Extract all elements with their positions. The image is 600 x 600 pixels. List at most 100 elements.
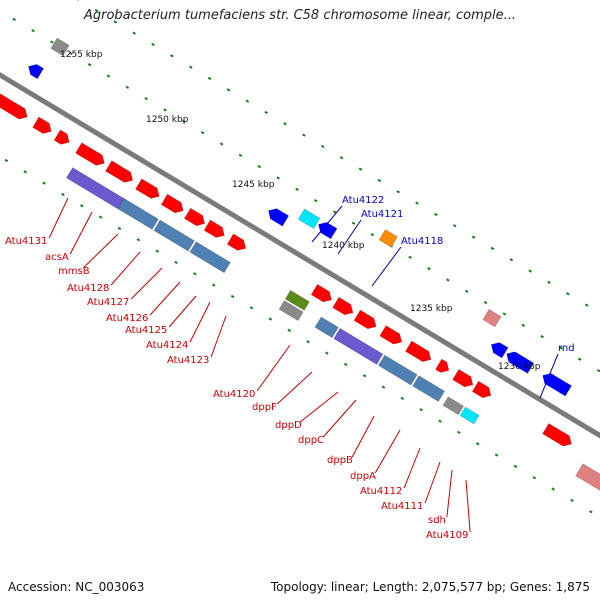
cds-red-b-6 [452,368,474,388]
scale-dots-outer [490,246,495,251]
scale-dots-outer [452,224,457,228]
cds-red-b-2 [353,309,377,330]
cds-red-0 [0,90,28,120]
feature-orange [378,229,398,248]
feature-purple-b [333,327,384,365]
label-leader-line [403,447,421,489]
scale-dots-outer [94,8,99,13]
gene-label: Atu4109 [426,530,468,541]
scale-dots-inner [68,51,73,55]
lower-dots [532,476,537,480]
lower-dots [306,340,310,344]
scale-dots-inner [106,74,111,78]
scale-dots-inner [12,17,16,21]
scale-dots-outer [320,144,325,149]
feature-pink-top [482,308,502,328]
label-leader-line [130,267,163,300]
scale-dots-inner [238,153,243,157]
lower-dots [589,510,593,514]
scale-dots-outer [170,54,174,58]
cds-red-4 [105,160,134,183]
label-leader-line [465,479,471,533]
scale-dots-outer [264,110,268,115]
scale-dots-outer [528,269,532,273]
scale-dots-inner [257,165,262,169]
cds-blue-4 [506,351,535,374]
scale-dots-inner [370,233,375,237]
scale-dots-inner [50,40,54,44]
feature-steelblue-a [117,198,159,230]
scale-dots-inner [200,131,205,135]
gene-label: Atu4111 [381,501,423,512]
gene-label: Atu4128 [67,283,109,294]
lower-dots [513,464,518,469]
scale-dots-outer [566,292,570,296]
scale-dots-inner [125,85,130,89]
scale-dots-outer [471,235,476,239]
label-leader-line [351,415,375,458]
scale-dots-outer [509,258,514,262]
scale-dots-inner [446,278,450,282]
lower-dots [61,192,65,197]
cds-blue-5 [542,373,572,397]
cds-red-b-3 [379,325,403,345]
cds-red-b-0 [310,283,332,303]
lower-dots [136,238,141,242]
label-leader-line [337,219,362,255]
scale-dots-inner [144,97,148,101]
label-leader-line [446,469,453,518]
scale-tick-label: 1235 kbp [410,304,453,314]
scale-dots-inner [332,210,337,214]
scale-tick-label: 1245 kbp [232,180,275,190]
scale-dots-outer [377,178,382,183]
gene-label-upper: Atu4118 [401,236,443,247]
gene-label: dppF [252,402,277,413]
cds-red-1 [32,116,52,134]
feature-steelblue-e [377,354,418,386]
lower-dots [155,249,160,253]
scale-dots-inner [276,176,280,180]
scale-dots-outer [283,122,287,126]
gene-label: dppB [327,455,353,466]
feature-gray-a [278,300,304,321]
label-leader-line [82,233,119,269]
label-leader-line [168,295,197,328]
scale-dots-inner [31,29,35,33]
feature-gray-b [442,396,465,416]
lower-dots [381,385,386,389]
cds-red-b-8 [542,423,572,447]
cds-red-6 [160,193,184,214]
lower-dots [4,158,9,163]
scale-dots-inner [578,357,582,361]
label-leader-line [110,251,141,286]
scale-dots-inner [408,255,412,259]
label-leader-line [299,391,339,423]
gene-label: Atu4127 [87,297,129,308]
gene-label: sdh [428,515,446,526]
feature-olive [284,289,310,311]
rrna-cyan-b [459,406,480,425]
scale-dots-outer [396,190,400,194]
scale-dots-outer [584,303,589,307]
gene-label-upper: Atu4122 [342,195,384,206]
gene-label: Atu4131 [5,236,47,247]
cds-red-8 [203,219,225,238]
scale-dots-outer [358,167,363,171]
scale-dots-outer [302,133,306,137]
scale-dots-inner [464,289,469,293]
scale-tick-label: 1230 kbp [498,362,541,372]
label-leader-line [256,344,291,392]
scale-dots-inner [559,346,563,350]
feature-pink [575,463,600,497]
scale-dots-outer [113,20,118,24]
scale-dots-inner [182,119,186,123]
cds-red-b-1 [332,296,354,316]
feature-steelblue-b [153,219,195,252]
lower-dots [193,272,197,276]
lower-dots [570,498,574,503]
cds-blue-1 [268,208,290,227]
gene-label: acsA [45,252,69,263]
cds-red-b-5 [435,358,450,373]
lower-dots [400,396,405,401]
